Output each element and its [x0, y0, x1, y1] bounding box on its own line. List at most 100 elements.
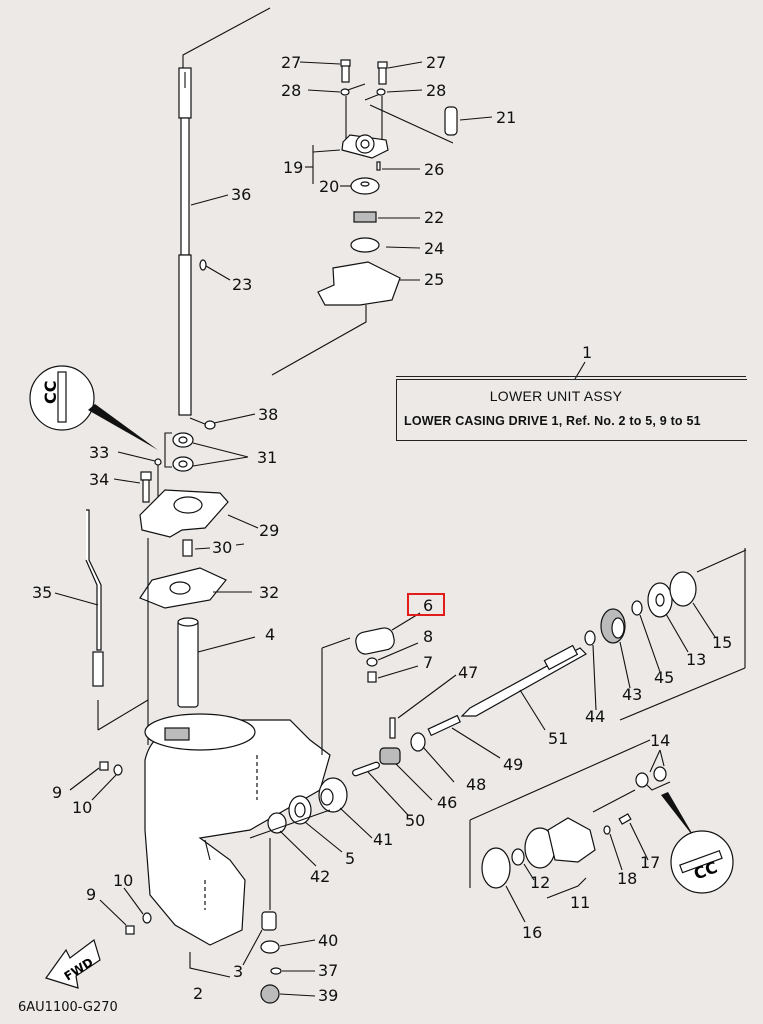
label-3[interactable]: 3	[233, 962, 243, 981]
label-20[interactable]: 20	[319, 177, 339, 196]
label-18[interactable]: 18	[617, 869, 637, 888]
lower-casing-part-2[interactable]	[144, 713, 331, 946]
label-12[interactable]: 12	[530, 873, 550, 892]
sealant-callout-bottom: CC	[661, 792, 734, 894]
label-49[interactable]: 49	[503, 755, 523, 774]
label-37[interactable]: 37	[318, 961, 338, 980]
propeller-shaft-part-51[interactable]	[460, 644, 587, 717]
pin-part-47[interactable]	[389, 717, 396, 739]
label-25[interactable]: 25	[424, 270, 444, 289]
clip-part-48[interactable]	[410, 732, 426, 752]
anode-part-6[interactable]	[354, 626, 396, 655]
label-50[interactable]: 50	[405, 811, 425, 830]
label-9[interactable]: 9	[86, 885, 96, 904]
label-38[interactable]: 38	[258, 405, 278, 424]
o-ring-part-16[interactable]	[481, 847, 511, 889]
drawing-code: 6AU1100-G270	[18, 1000, 118, 1015]
label-5[interactable]: 5	[345, 849, 355, 868]
label-46[interactable]: 46	[437, 793, 457, 812]
bearing-part-5[interactable]	[288, 795, 312, 825]
label-10[interactable]: 10	[113, 871, 133, 890]
drive-shaft-part-36[interactable]	[178, 67, 192, 416]
label-10[interactable]: 10	[72, 798, 92, 817]
label-39[interactable]: 39	[318, 986, 338, 1005]
label-41[interactable]: 41	[373, 830, 393, 849]
washer-part-40[interactable]	[260, 940, 280, 954]
tube-part-4[interactable]	[177, 617, 199, 708]
label-21[interactable]: 21	[496, 108, 516, 127]
housing-part-29[interactable]	[139, 489, 229, 538]
label-9[interactable]: 9	[52, 783, 62, 802]
label-32[interactable]: 32	[259, 583, 279, 602]
gasket-part-32[interactable]	[139, 567, 227, 609]
label-28[interactable]: 28	[281, 81, 301, 100]
clutch-part-46[interactable]	[379, 747, 401, 765]
label-22[interactable]: 22	[424, 208, 444, 227]
label-19[interactable]: 19	[283, 158, 303, 177]
gear-part-41[interactable]	[318, 777, 348, 813]
bearing-part-13[interactable]	[647, 582, 673, 618]
label-14[interactable]: 14	[650, 731, 670, 750]
label-47[interactable]: 47	[458, 663, 478, 682]
label-8[interactable]: 8	[423, 627, 433, 646]
pin-part-23[interactable]	[199, 259, 207, 271]
oil-seal-part-42[interactable]	[267, 812, 287, 834]
label-4[interactable]: 4	[265, 625, 275, 644]
label-34[interactable]: 34	[89, 470, 109, 489]
insert-part-3[interactable]	[261, 911, 277, 931]
label-1[interactable]: 1	[582, 343, 592, 362]
gear-part-43[interactable]	[600, 608, 626, 644]
bolt-part-34[interactable]	[140, 471, 152, 503]
spring-part-49[interactable]	[427, 714, 461, 737]
label-51[interactable]: 51	[548, 729, 568, 748]
label-31[interactable]: 31	[257, 448, 277, 467]
plate-part-25[interactable]	[317, 261, 401, 306]
label-27[interactable]: 27	[426, 53, 446, 72]
bushing-part-12[interactable]	[511, 848, 525, 866]
impeller-part-22[interactable]	[353, 211, 377, 223]
highlighted-part-marker[interactable]	[407, 593, 445, 616]
label-17[interactable]: 17	[640, 853, 660, 872]
gasket-part-24[interactable]	[350, 237, 380, 253]
assembly-subtitle: LOWER CASING DRIVE 1, Ref. No. 2 to 5, 9…	[404, 414, 701, 428]
oil-seal-part-31[interactable]	[172, 432, 194, 472]
label-2[interactable]: 2	[193, 984, 203, 1003]
nut-part-39[interactable]	[260, 984, 280, 1004]
shift-rod-part-35[interactable]	[85, 509, 104, 687]
label-45[interactable]: 45	[654, 668, 674, 687]
label-24[interactable]: 24	[424, 239, 444, 258]
label-33[interactable]: 33	[89, 443, 109, 462]
label-11[interactable]: 11	[570, 893, 590, 912]
label-30[interactable]: 30	[212, 538, 232, 557]
pin-part-50[interactable]	[352, 761, 380, 777]
label-28[interactable]: 28	[426, 81, 446, 100]
label-44[interactable]: 44	[585, 707, 605, 726]
label-42[interactable]: 42	[310, 867, 330, 886]
water-pump-group	[271, 59, 493, 376]
washer-part-45[interactable]	[631, 600, 643, 616]
title-divider	[396, 376, 746, 377]
label-29[interactable]: 29	[259, 521, 279, 540]
sealant-callout-top: CC	[29, 365, 158, 450]
label-23[interactable]: 23	[232, 275, 252, 294]
label-35[interactable]: 35	[32, 583, 52, 602]
label-48[interactable]: 48	[466, 775, 486, 794]
label-40[interactable]: 40	[318, 931, 338, 950]
label-7[interactable]: 7	[423, 653, 433, 672]
label-26[interactable]: 26	[424, 160, 444, 179]
washer-part-14[interactable]	[635, 766, 667, 788]
label-6[interactable]: 6	[423, 596, 433, 615]
washer-part-44[interactable]	[584, 630, 596, 646]
label-15[interactable]: 15	[712, 633, 732, 652]
label-16[interactable]: 16	[522, 923, 542, 942]
label-27[interactable]: 27	[281, 53, 301, 72]
label-36[interactable]: 36	[231, 185, 251, 204]
sealant-callout-label: CC	[41, 381, 60, 404]
label-13[interactable]: 13	[686, 650, 706, 669]
forward-direction-arrow: FWD	[45, 939, 101, 989]
o-ring-part-15[interactable]	[669, 571, 697, 607]
label-43[interactable]: 43	[622, 685, 642, 704]
title-box	[396, 379, 747, 441]
cap-part-11[interactable]	[524, 817, 596, 869]
